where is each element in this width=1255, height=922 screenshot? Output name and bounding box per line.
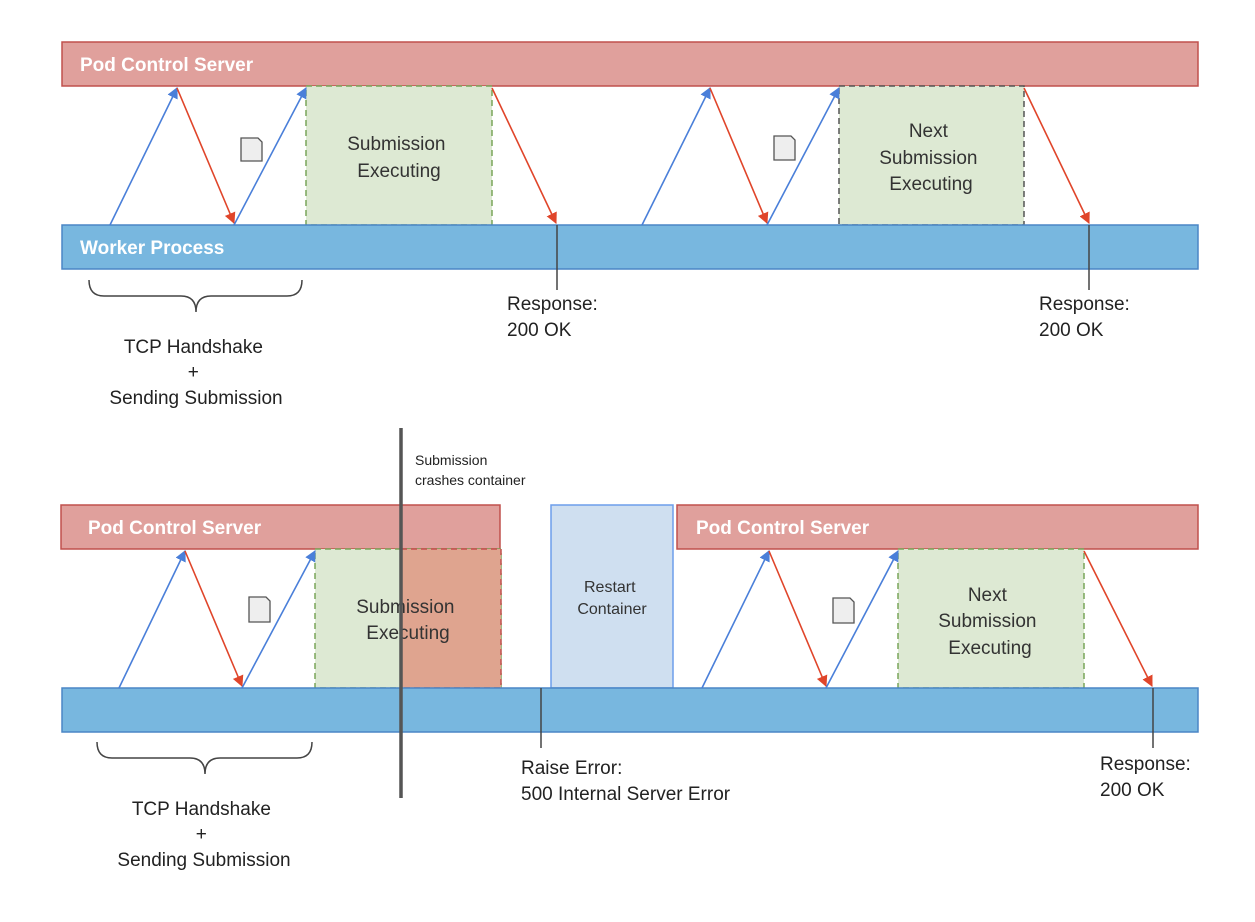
crash-note: Submission crashes container [415, 452, 526, 488]
bottom-arrow-syn-2 [701, 549, 770, 689]
top-handshake-label: TCP Handshake + Sending Submission [109, 337, 282, 409]
bottom-arrow-syn-1 [118, 549, 186, 689]
bottom-arrow-synack-1 [184, 550, 244, 688]
bottom-handshake-brace [96, 741, 313, 775]
bottom-exec-box-2-label: Next Submission Executing [938, 585, 1042, 659]
bottom-arrow-send-1 [241, 550, 316, 689]
bottom-pod-control-server-bar-left [60, 504, 501, 550]
bottom-handshake-label: TCP Handshake + Sending Submission [117, 799, 290, 871]
top-handshake-brace [88, 279, 303, 313]
bottom-worker-process-bar [61, 687, 1199, 733]
restart-container-label: Restart Container [577, 579, 647, 618]
top-arrow-response-1 [491, 87, 557, 225]
bottom-arrow-synack-2 [768, 550, 828, 688]
document-icon [773, 135, 796, 161]
top-pod-control-server-bar [61, 41, 1199, 87]
top-arrow-response-2 [1023, 87, 1090, 225]
top-worker-process-bar [61, 224, 1199, 270]
bottom-arrow-send-2 [825, 550, 899, 689]
bottom-pod-control-server-label-left: Pod Control Server [88, 518, 262, 539]
top-exec-box-2 [838, 85, 1025, 226]
bottom-diagram: Pod Control Server Pod Control Server Su… [60, 428, 1199, 871]
document-icon [832, 597, 855, 624]
top-response-label-1: Response: 200 OK [507, 294, 603, 341]
bottom-pod-control-server-label-right: Pod Control Server [696, 518, 870, 539]
bottom-crash-overlay [400, 548, 502, 689]
top-arrow-synack-2 [709, 87, 769, 225]
top-arrow-syn-2 [641, 86, 711, 226]
top-exec-box-1-label: Submission Executing [347, 134, 451, 182]
bottom-exec-box-1-label: Submission Executing [356, 597, 460, 644]
top-response-label-2: Response: 200 OK [1039, 294, 1135, 341]
bottom-arrow-response [1083, 550, 1153, 688]
top-worker-process-label: Worker Process [80, 238, 224, 259]
bottom-exec-box-2 [897, 548, 1085, 689]
top-arrow-send-2 [766, 87, 840, 226]
top-diagram: Pod Control Server Submission Executing … [61, 41, 1199, 409]
top-arrow-syn-1 [109, 86, 178, 226]
bottom-response-label: Response: 200 OK [1100, 754, 1196, 801]
document-icon [240, 137, 263, 162]
top-pod-control-server-label: Pod Control Server [80, 55, 254, 76]
top-arrow-synack-1 [176, 87, 236, 225]
top-exec-box-2-label: Next Submission Executing [879, 121, 983, 195]
restart-container-box [550, 504, 674, 689]
document-icon [248, 596, 271, 623]
error-label: Raise Error: 500 Internal Server Error [521, 758, 731, 805]
top-arrow-send-1 [233, 87, 307, 226]
top-exec-box-1 [305, 85, 493, 226]
